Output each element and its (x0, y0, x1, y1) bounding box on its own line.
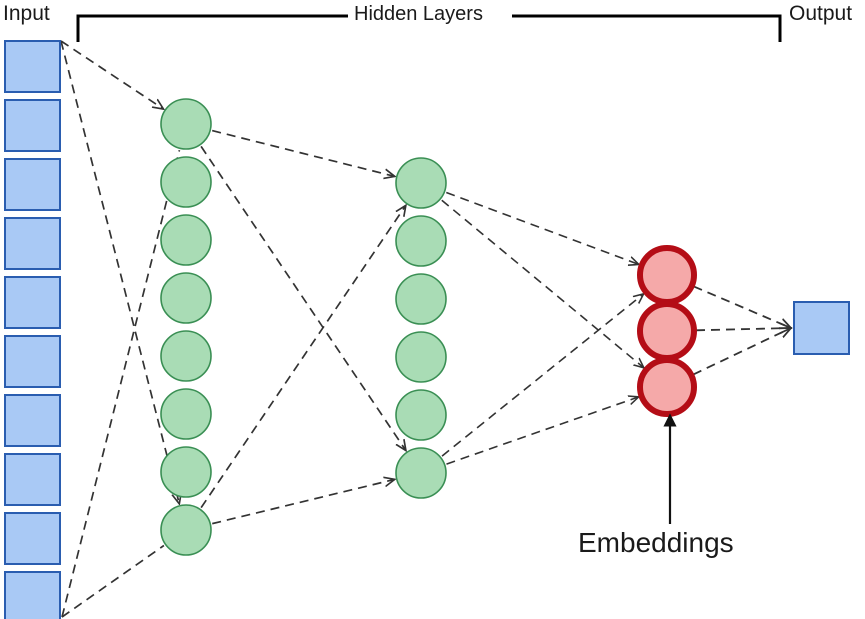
embedding-layer-node (637, 357, 697, 417)
hidden-layer-1-node (160, 214, 212, 266)
hidden-layer-1-node (160, 98, 212, 150)
edge-hidden2-embedding (441, 294, 644, 457)
edge-embedding-output (695, 328, 791, 330)
input-layer-node (4, 453, 61, 506)
hidden-layer-2-node (395, 331, 447, 383)
hidden-layer-2-node (395, 215, 447, 267)
edge-input-hidden1 (60, 40, 164, 109)
input-label: Input (3, 2, 50, 25)
edge-input-hidden1 (60, 40, 179, 504)
output-label: Output (789, 2, 853, 25)
network-nodes (4, 40, 850, 619)
edge-hidden1-hidden2 (212, 479, 395, 525)
hidden-layers-bracket (76, 14, 782, 42)
input-layer-node (4, 512, 61, 565)
edge-hidden1-hidden2 (211, 129, 395, 177)
input-layer-node (4, 99, 61, 152)
input-layer-node (4, 40, 61, 93)
input-layer-node (4, 335, 61, 388)
edge-input-hidden1 (61, 149, 181, 618)
input-layer-node (4, 276, 61, 329)
hidden-layer-2-node (395, 157, 447, 209)
bracket-left-segment (76, 14, 348, 42)
hidden-layer-1-node (160, 504, 212, 556)
hidden-layer-1-node (160, 330, 212, 382)
hidden-layer-2-node (395, 273, 447, 325)
embedding-layer-node (637, 301, 697, 361)
edge-hidden1-hidden2 (200, 145, 406, 450)
hidden-layer-1-node (160, 272, 212, 324)
edge-embedding-output (692, 328, 791, 376)
hidden-layer-2-node (395, 447, 447, 499)
edge-hidden1-hidden2 (200, 205, 406, 509)
edge-hidden2-embedding (446, 191, 639, 264)
embedding-layer-node (637, 245, 697, 305)
output-layer-node (793, 301, 850, 355)
hidden-layer-2-node (395, 389, 447, 441)
hidden-layer-1-node (160, 446, 212, 498)
hidden-layers-label: Hidden Layers (350, 3, 487, 26)
input-layer-node (4, 217, 61, 270)
edge-embedding-output (693, 285, 791, 328)
input-layer-node (4, 394, 61, 447)
embeddings-label: Embeddings (578, 527, 734, 558)
connection-edges (60, 40, 791, 618)
edge-hidden2-embedding (441, 199, 644, 368)
edge-input-hidden1 (61, 544, 165, 618)
input-layer-node (4, 571, 61, 619)
hidden-layer-1-node (160, 388, 212, 440)
edge-hidden2-embedding (446, 397, 638, 465)
input-layer-node (4, 158, 61, 211)
bracket-right-segment (512, 14, 782, 42)
hidden-layer-1-node (160, 156, 212, 208)
